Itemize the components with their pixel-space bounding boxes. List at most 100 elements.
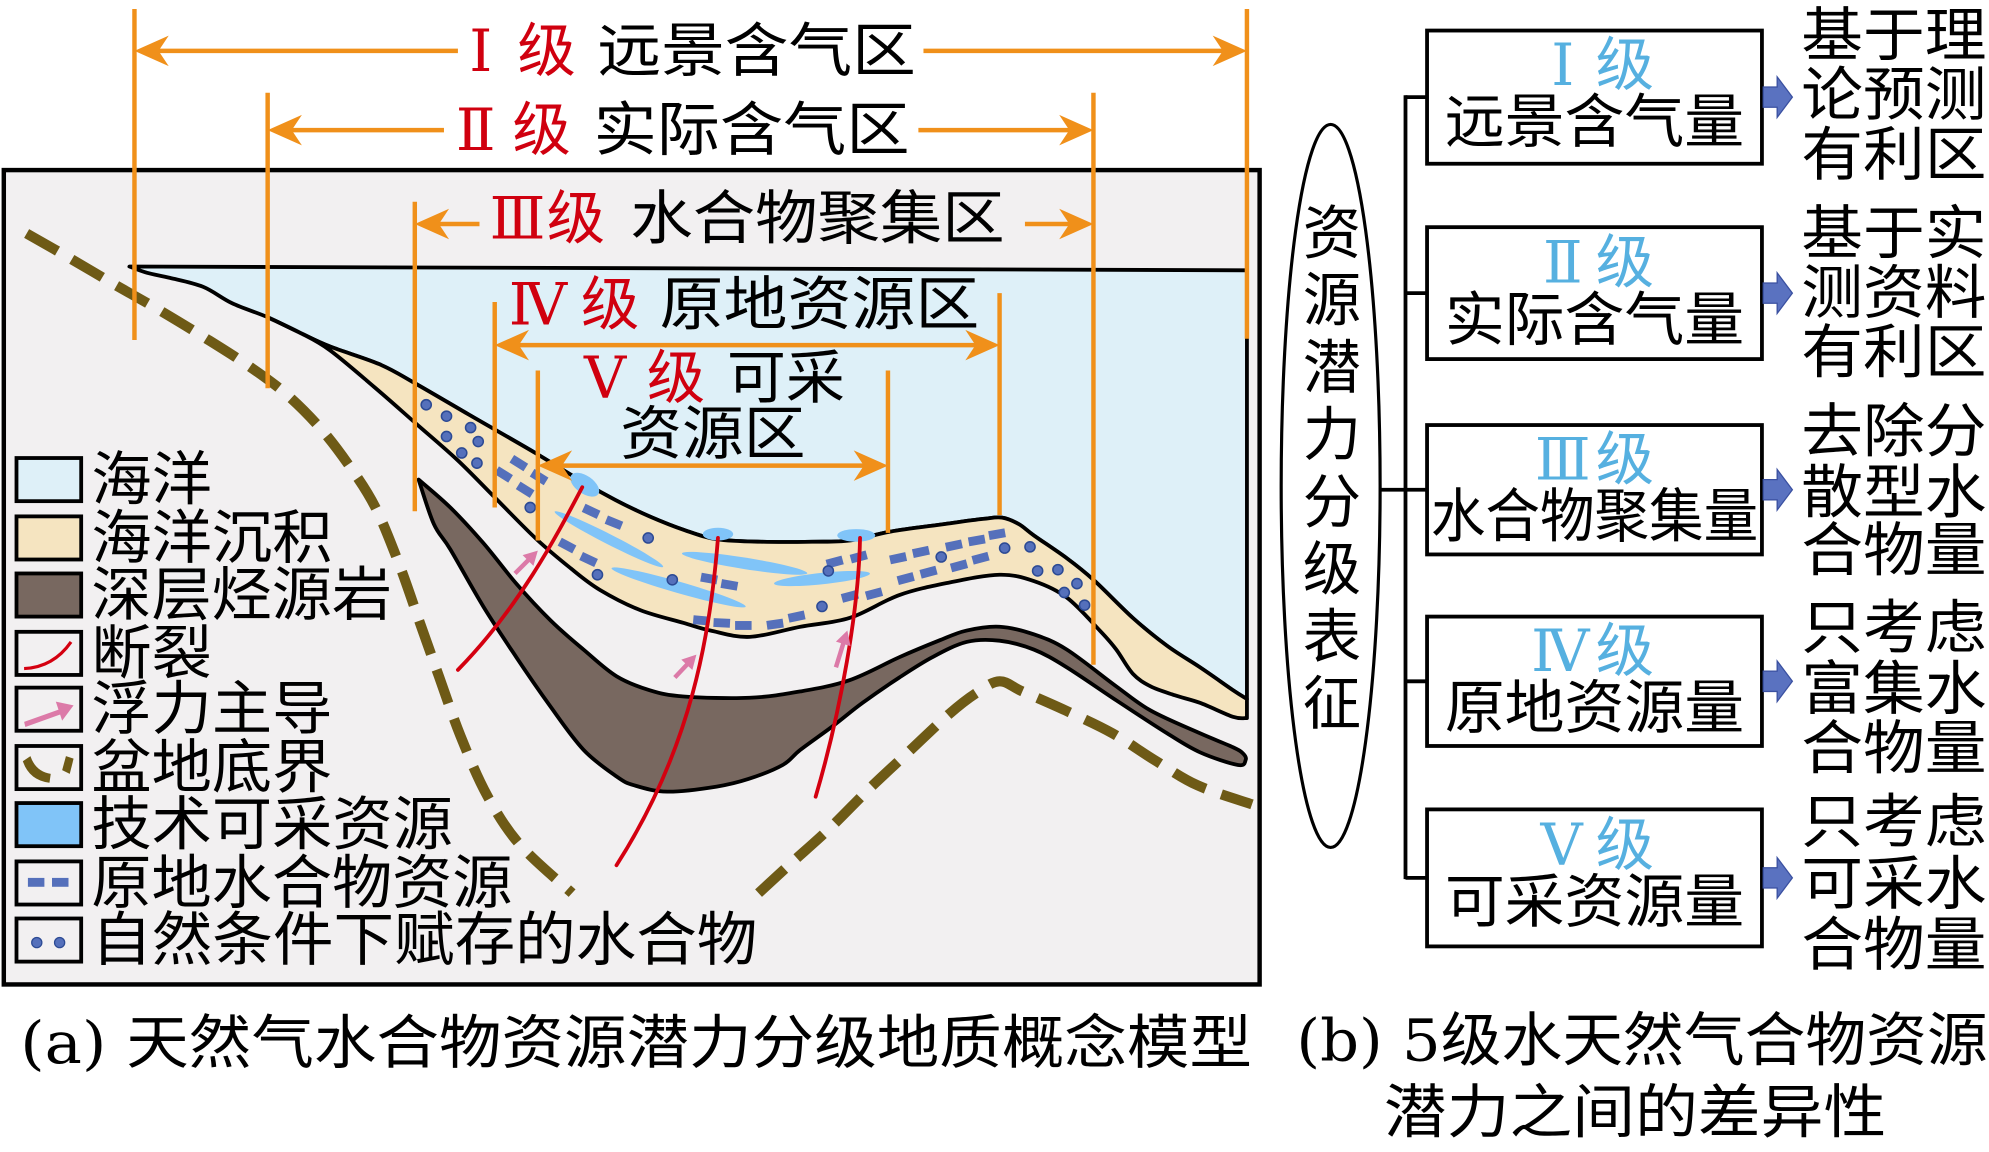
description-line: 去除分	[1801, 397, 1986, 465]
description-line: 合物量	[1801, 911, 1986, 979]
buoyancy-arrow	[673, 654, 697, 680]
legend-label: 浮力主导	[91, 675, 332, 743]
legend: 海洋 海洋沉积 深层烃源岩 断裂 浮力主导	[14, 446, 757, 974]
legend-label: 断裂	[91, 619, 212, 687]
arrowhead-left-icon	[267, 114, 302, 146]
fault-line-icon	[24, 641, 73, 671]
level-3-zone-name: 水合物聚集区	[630, 184, 1004, 252]
description-line: 只考虑	[1801, 594, 1986, 662]
root-label-char: 力	[1303, 401, 1361, 469]
level-box-frame	[1425, 614, 1764, 748]
level-descriptions: 基于理 论预测 有利区 基于实 测资料 有利区 去除分 散型水 合物量 只考虑 …	[1801, 2, 1986, 980]
fault-line	[614, 536, 720, 868]
panel-a-geologic-model: Ⅰ 级 Ⅱ 级 Ⅲ 级 Ⅳ 级 Ⅴ 级 远景含气区 实际含气区 水合物聚集区 原…	[1, 8, 1262, 1077]
recoverable-lens	[774, 570, 870, 587]
level-box-1: Ⅰ 级 远景含气量	[1425, 28, 1764, 166]
legend-item-marine-sediment: 海洋沉积	[14, 504, 332, 572]
level-box-4: Ⅳ 级 原地资源量	[1425, 614, 1764, 748]
hydrate-dot	[935, 551, 948, 563]
hydrate-dash	[825, 555, 844, 569]
level-2-grade: 级	[512, 96, 570, 164]
hydrate-dot	[1024, 540, 1036, 553]
arrowhead-left-icon	[494, 329, 529, 361]
root-label-char: 源	[1303, 267, 1361, 335]
level-grade: 级	[1596, 229, 1654, 297]
level-box-grade: Ⅰ 级	[1551, 31, 1654, 99]
level-grade: 级	[1596, 811, 1654, 879]
hydrate-dash	[581, 503, 601, 519]
hydrate-dash	[787, 610, 806, 623]
level-box-grade: Ⅴ 级	[1539, 811, 1654, 879]
basin-bottom-dashes-left	[24, 229, 576, 897]
level-4-numeral: Ⅳ	[509, 271, 569, 339]
root-label-char: 潜	[1303, 334, 1361, 402]
hydrate-dot	[822, 565, 835, 577]
level-1-zone-name: 远景含气区	[597, 17, 915, 85]
level-quantity: 水合物聚集量	[1431, 482, 1758, 550]
hydrate-dot	[591, 568, 604, 581]
natural-hydrate-dots	[420, 398, 1091, 613]
hydrate-dot	[1031, 565, 1044, 577]
legend-label: 原地水合物资源	[91, 849, 512, 917]
in-place-swatch-frame	[14, 859, 84, 907]
description-line: 论预测	[1801, 61, 1986, 129]
hydrate-dot	[420, 398, 433, 411]
recoverable-swatch-icon	[14, 801, 84, 849]
hydrate-dot	[998, 542, 1011, 554]
hydrate-dash	[766, 618, 784, 630]
root-label-char: 征	[1303, 670, 1361, 738]
flow-arrows	[1762, 74, 1794, 901]
root-label: 资源潜力分级表征	[1303, 200, 1361, 739]
level-numeral: Ⅳ	[1531, 617, 1591, 685]
description-line: 散型水	[1801, 458, 1986, 526]
legend-label: 海洋	[91, 446, 212, 514]
level-box-frame	[1425, 28, 1764, 166]
buoyancy-arrow-head	[522, 550, 538, 566]
hydrate-dash	[911, 545, 930, 558]
level-box-grade: Ⅳ 级	[1531, 617, 1654, 685]
hydrate-dash	[494, 466, 513, 483]
legend-item-in-place-hydrate: 原地水合物资源	[14, 849, 512, 917]
hydrate-dot	[471, 457, 483, 469]
arrowhead-left-icon	[414, 208, 450, 240]
hydrate-dash-icon	[27, 877, 69, 887]
hydrate-dash	[919, 565, 938, 579]
level-quantity: 实际含气量	[1445, 286, 1744, 354]
level-quantity: 可采资源量	[1445, 868, 1744, 936]
arrowhead-right-icon	[965, 329, 1000, 361]
hydrate-dot	[816, 600, 828, 613]
level-4-zone-name: 原地资源区	[660, 271, 980, 339]
hydrate-dash	[967, 534, 986, 547]
legend-item-ocean: 海洋	[14, 446, 212, 514]
hydrate-dot	[440, 430, 453, 443]
hydrate-dash	[896, 572, 915, 585]
description-line: 有利区	[1801, 319, 1986, 387]
buoyancy-arrow-shaft	[833, 639, 847, 668]
range-arrowheads	[134, 35, 1247, 481]
hydrate-dash	[557, 537, 577, 554]
marine-sediment-layer	[265, 315, 1249, 721]
legend-item-source-rock: 深层烃源岩	[14, 561, 392, 629]
fault-line	[813, 536, 862, 799]
level-numeral: Ⅴ	[1539, 811, 1583, 879]
right-arrow-icon	[1762, 467, 1794, 512]
hydrate-dash	[52, 877, 69, 887]
hydrate-dot	[440, 410, 453, 423]
hydrate-dash	[735, 621, 752, 630]
level-box-frame	[1425, 807, 1764, 949]
source-rock-swatch-icon	[14, 571, 84, 619]
hydrate-dash	[944, 539, 963, 552]
arrowhead-left-icon	[134, 35, 169, 67]
description-line: 只考虑	[1801, 788, 1986, 856]
hydrate-dot	[666, 573, 679, 586]
arrowhead-right-icon	[1059, 114, 1094, 146]
natural-swatch-frame	[14, 916, 84, 964]
panel-b-level-hierarchy: 资源潜力分级表征 Ⅰ 级 远景含气量 Ⅱ 级 实际含气量	[1279, 2, 1988, 1147]
in-place-hydrate-dashes	[494, 454, 1006, 630]
level-numeral: Ⅰ	[1551, 31, 1574, 99]
legend-label: 技术可采资源	[91, 791, 453, 859]
description-line: 可采水	[1801, 850, 1986, 918]
level-1-grade: 级	[518, 17, 576, 85]
hydrate-dash	[889, 552, 908, 565]
sediment-swatch-icon	[14, 514, 84, 562]
